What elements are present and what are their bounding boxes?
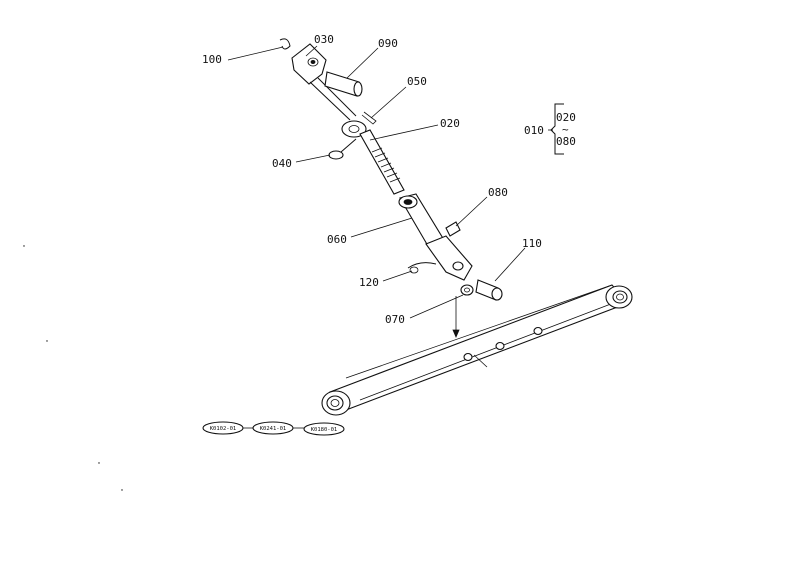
callout-050: 050 [407,75,427,88]
group-to: 080 [556,135,576,148]
thread-marks [371,147,401,183]
callout-labels: 100 030 090 050 020 040 080 060 110 120 … [202,33,542,326]
callout-030: 030 [314,33,334,46]
callout-040: 040 [272,157,292,170]
callout-070: 070 [385,313,405,326]
ref-code-3: K0180-01 [311,427,338,433]
reference-codes: K0102-01 K0241-01 K0180-01 [202,421,345,436]
callout-090: 090 [378,37,398,50]
callout-060: 060 [327,233,347,246]
group-range-mark: ~ [562,123,569,136]
group-parent: 010 [524,124,544,137]
callout-120: 120 [359,276,379,289]
group-from: 020 [556,111,576,124]
callout-100: 100 [202,53,222,66]
leader-lines [227,45,553,319]
callout-020: 020 [440,117,460,130]
group-bracket [550,103,564,155]
lower-link-bar [321,284,633,416]
ref-code-1: K0102-01 [210,426,237,432]
lift-rod-assembly [279,38,503,339]
ref-code-2: K0241-01 [260,426,287,432]
callout-080: 080 [488,186,508,199]
callout-110: 110 [522,237,542,250]
assembly-group: 010 020 ~ 080 [524,103,576,155]
